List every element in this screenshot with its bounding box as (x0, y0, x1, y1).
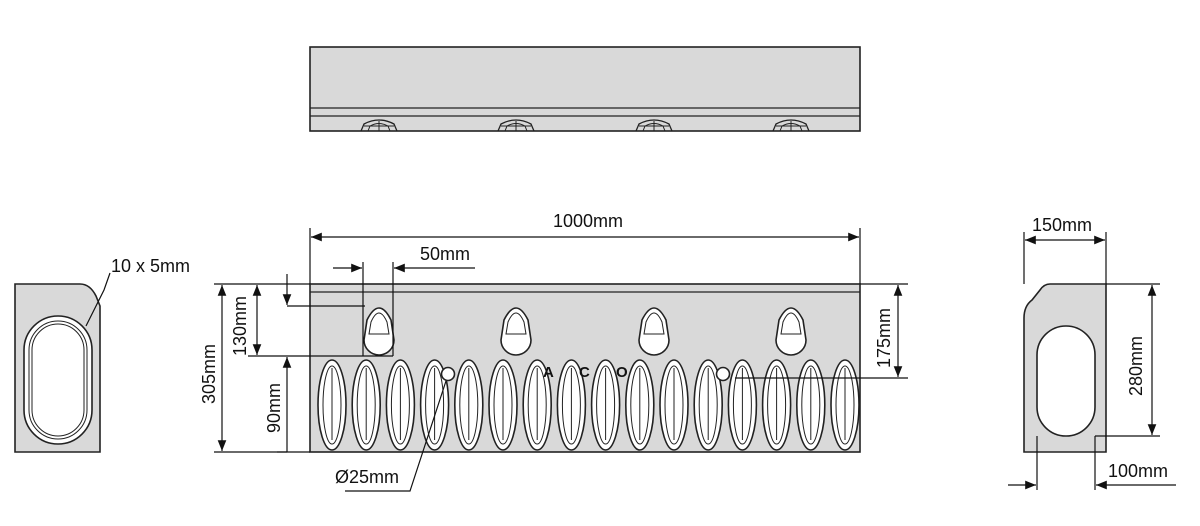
dim-lower-section: 90mm (264, 383, 284, 433)
front-elevation: A C O (309, 283, 861, 453)
anchor-slot-3 (638, 307, 670, 356)
rib-2 (351, 359, 382, 451)
logo-letter-o: O (616, 364, 628, 381)
rib-10 (624, 359, 655, 451)
rib-7 (522, 359, 553, 451)
dim-side-height: 280mm (1126, 336, 1146, 396)
rib-14 (761, 359, 792, 451)
dim-overall-length: 1000mm (553, 211, 623, 231)
rib-6 (488, 359, 518, 451)
plan-anchors (360, 119, 810, 132)
dim-anchor-width: 50mm (420, 244, 470, 264)
plan-anchor-4 (772, 119, 810, 132)
anchor-slot-1 (363, 307, 395, 356)
rib-15 (795, 359, 826, 451)
dim-top-width: 150mm (1032, 215, 1092, 235)
rib-4 (419, 359, 450, 451)
dim-chamfer: 10 x 5mm (111, 256, 190, 276)
dimension-labels: 1000mm 50mm 130mm 305mm 90mm 175mm Ø25mm… (111, 211, 1168, 487)
rib-5 (453, 359, 484, 451)
rib-16 (830, 359, 860, 451)
anchor-slots (363, 307, 807, 356)
plan-anchor-2 (497, 119, 535, 132)
rib-8 (556, 359, 587, 451)
logo-letter-c: C (579, 364, 590, 381)
dim-base-width: 100mm (1108, 461, 1168, 481)
rib-3 (385, 359, 416, 451)
anchor-slot-2 (500, 307, 532, 356)
drain-hole-right (715, 366, 731, 382)
anchor-slot-4 (775, 307, 807, 356)
drain-hole-left (440, 366, 456, 382)
plan-anchor-3 (635, 119, 673, 132)
rib-11 (659, 359, 689, 451)
left-end-view (14, 283, 101, 453)
plan-view (309, 46, 861, 132)
dim-anchor-to-top: 175mm (874, 308, 894, 368)
rib-9 (590, 359, 621, 451)
rib-13 (727, 359, 758, 451)
dimension-lines (85, 228, 1176, 492)
plan-anchor-1 (360, 119, 398, 132)
rib-12 (693, 359, 724, 451)
logo-letter-a: A (543, 364, 554, 381)
rib-1 (317, 359, 347, 451)
dim-overall-height: 305mm (199, 344, 219, 404)
right-end-view (1023, 283, 1107, 453)
drainage-ribs (317, 359, 860, 451)
dim-drain-hole: Ø25mm (335, 467, 399, 487)
dim-anchor-height: 130mm (230, 296, 250, 356)
